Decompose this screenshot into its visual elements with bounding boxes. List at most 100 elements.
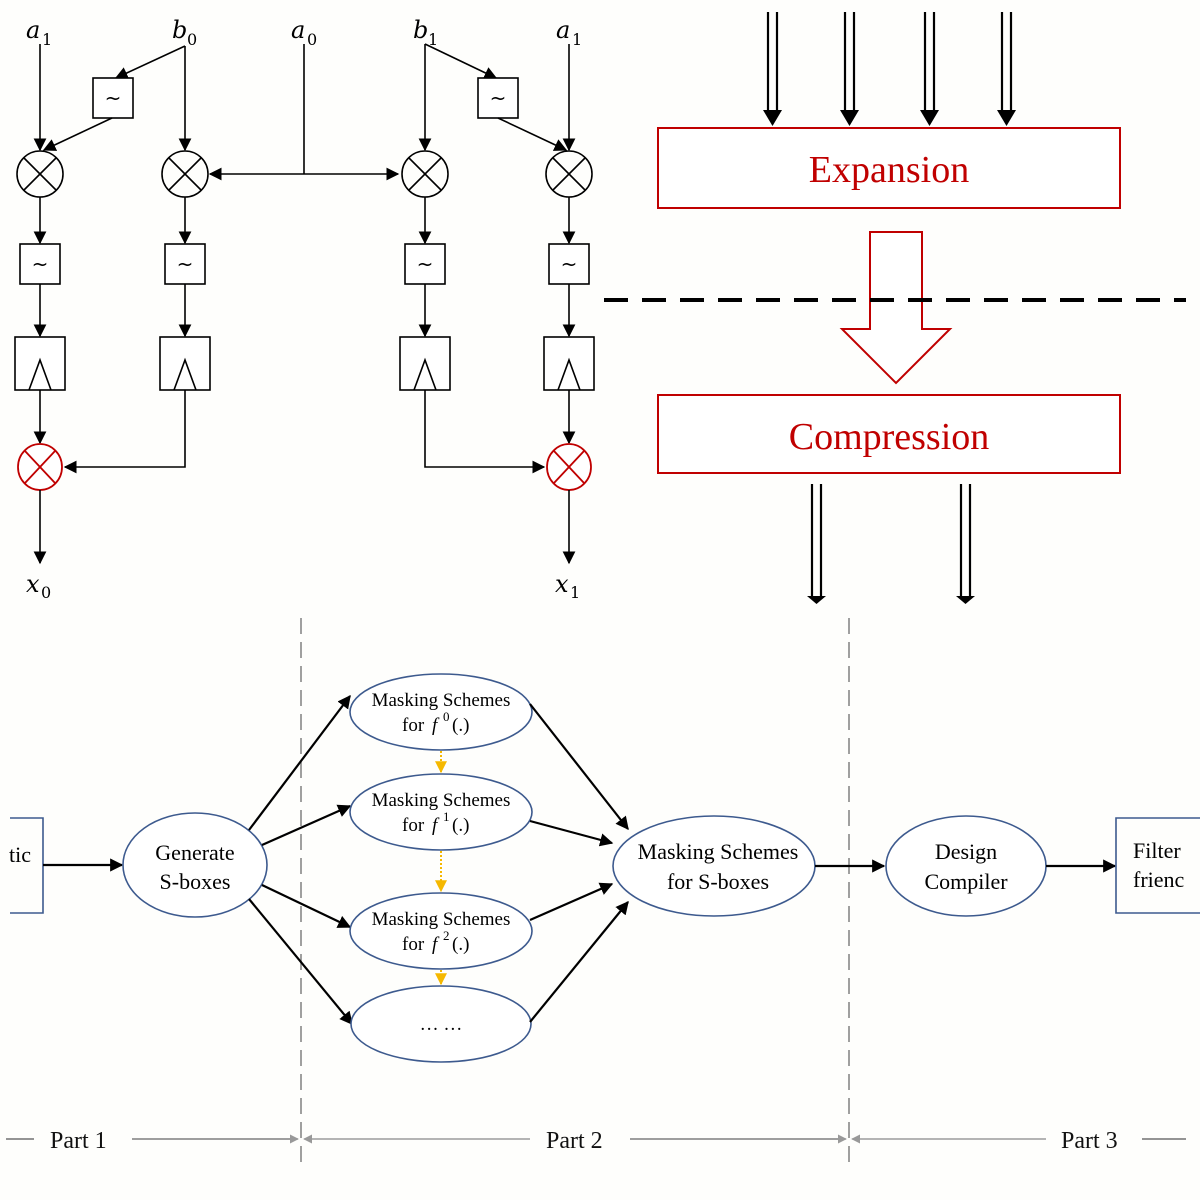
not-gate-4-symbol: ~ <box>561 252 578 276</box>
generate-sboxes-node: Generate S-boxes <box>122 812 268 918</box>
multiplier-4 <box>545 150 593 198</box>
svg-text:tic: tic <box>9 842 31 867</box>
input-label-a0: a 0 <box>291 16 317 49</box>
input-bus-arrow-2 <box>840 12 859 126</box>
output-multiplier-0 <box>17 443 63 491</box>
input-bus-arrow-1 <box>763 12 782 126</box>
svg-text:for S-boxes: for S-boxes <box>667 869 769 894</box>
svg-text:S-boxes: S-boxes <box>160 869 231 894</box>
arrow-gen-to-ellipsis <box>248 898 353 1026</box>
svg-text:f: f <box>432 934 440 955</box>
svg-text:1: 1 <box>42 30 52 49</box>
svg-text:2: 2 <box>443 928 450 943</box>
not-gate-3-symbol: ~ <box>417 252 434 276</box>
arrow-f2-to-sboxes <box>529 882 614 922</box>
output-multiplier-1 <box>546 443 592 491</box>
arrow-f0-to-sboxes <box>529 703 629 831</box>
not-gate-b1 <box>477 77 519 119</box>
svg-text:Generate: Generate <box>155 840 234 865</box>
svg-text:frienc: frienc <box>1133 867 1185 892</box>
svg-text:for: for <box>402 715 425 736</box>
arrow-f1-to-sboxes <box>529 819 614 847</box>
not-gate-2 <box>164 243 206 285</box>
not-gate-1-symbol: ~ <box>32 252 49 276</box>
svg-text:(.): (.) <box>452 815 469 836</box>
svg-text:Compiler: Compiler <box>924 869 1008 894</box>
expansion-compression-panel: Expansion Compression <box>604 12 1186 604</box>
svg-text:… …: … … <box>420 1014 463 1035</box>
input-label-b0: b 0 <box>172 16 197 49</box>
wire-b0-to-not <box>114 45 186 79</box>
part-1-label: Part 1 <box>50 1128 107 1154</box>
svg-text:(.): (.) <box>452 715 469 736</box>
svg-text:Masking Schemes: Masking Schemes <box>372 690 511 711</box>
left-partial-box: tic <box>9 817 44 914</box>
svg-text:0: 0 <box>307 30 317 49</box>
expansion-label: Expansion <box>809 149 969 191</box>
svg-text:0: 0 <box>443 709 450 724</box>
svg-text:Filter: Filter <box>1133 838 1181 863</box>
expansion-box <box>657 127 1121 209</box>
masking-node-f1: Masking Schemes for f 1 (.) <box>349 773 533 851</box>
masking-node-ellipsis: … … <box>350 985 532 1063</box>
register-2 <box>159 336 211 391</box>
arrow-gen-to-f0 <box>248 694 351 831</box>
output-label-x1: x 1 <box>555 570 580 602</box>
svg-text:Masking Schemes: Masking Schemes <box>372 909 511 930</box>
masking-sboxes-node: Masking Schemes for S-boxes <box>612 815 816 917</box>
svg-text:b: b <box>413 16 428 44</box>
design-compiler-node: Design Compiler <box>885 815 1047 917</box>
compression-label: Compression <box>789 416 990 458</box>
output-bus-arrow-2 <box>956 484 975 604</box>
input-bus-arrow-3 <box>920 12 939 126</box>
register-3 <box>399 336 451 391</box>
input-label-a1-right: a 1 <box>556 16 582 49</box>
svg-text:Design: Design <box>935 839 997 864</box>
register-4 <box>543 336 595 391</box>
svg-text:1: 1 <box>570 583 580 602</box>
not-gate-2-symbol: ~ <box>177 252 194 276</box>
output-label-x0: x 0 <box>26 570 51 602</box>
masking-node-f0: Masking Schemes for f 0 (.) <box>349 673 533 751</box>
not-gate-3 <box>404 243 446 285</box>
not-gate-b1-symbol: ~ <box>490 86 507 110</box>
wire-reg2-out <box>63 390 186 474</box>
masking-node-f2: Masking Schemes for f 2 (.) <box>349 892 533 970</box>
not-gate-1 <box>19 243 61 285</box>
arrow-gen-to-f1 <box>261 804 352 847</box>
not-gate-b0-symbol: ~ <box>105 86 122 110</box>
svg-text:a: a <box>556 16 570 44</box>
input-label-b1: b 1 <box>413 16 438 49</box>
svg-text:Masking Schemes: Masking Schemes <box>638 839 799 864</box>
svg-text:for: for <box>402 934 425 955</box>
hollow-down-arrow <box>839 231 953 385</box>
multiplier-3 <box>401 150 449 198</box>
svg-text:1: 1 <box>572 30 582 49</box>
svg-text:f: f <box>432 715 440 736</box>
part-3-label: Part 3 <box>1061 1128 1118 1154</box>
svg-text:1: 1 <box>428 30 438 49</box>
circuit-panel: a 1 b 0 a 0 b 1 a 1 ~ ~ <box>14 16 595 602</box>
wire-not-b1-to-mult <box>497 117 568 151</box>
multiplier-2 <box>161 150 209 198</box>
part-2-label: Part 2 <box>546 1128 603 1154</box>
wire-not-b0-to-mult <box>42 117 113 151</box>
svg-text:b: b <box>172 16 187 44</box>
not-gate-b0 <box>92 77 134 119</box>
svg-text:a: a <box>291 16 305 44</box>
svg-text:0: 0 <box>41 583 51 602</box>
multiplier-1 <box>16 150 64 198</box>
svg-text:x: x <box>26 570 40 598</box>
register-1 <box>14 336 66 391</box>
svg-text:Masking Schemes: Masking Schemes <box>372 790 511 811</box>
arrow-gen-to-f2 <box>261 884 352 928</box>
wire-b1-to-not <box>424 43 498 79</box>
flow-panel: tic Generate S-boxes Masking Schemes for… <box>6 618 1200 1168</box>
input-bus-arrow-4 <box>997 12 1016 126</box>
svg-text:x: x <box>555 570 569 598</box>
compression-box <box>657 394 1121 474</box>
svg-text:f: f <box>432 815 440 836</box>
arrow-ellipsis-to-sboxes <box>529 900 629 1023</box>
svg-text:0: 0 <box>187 30 197 49</box>
